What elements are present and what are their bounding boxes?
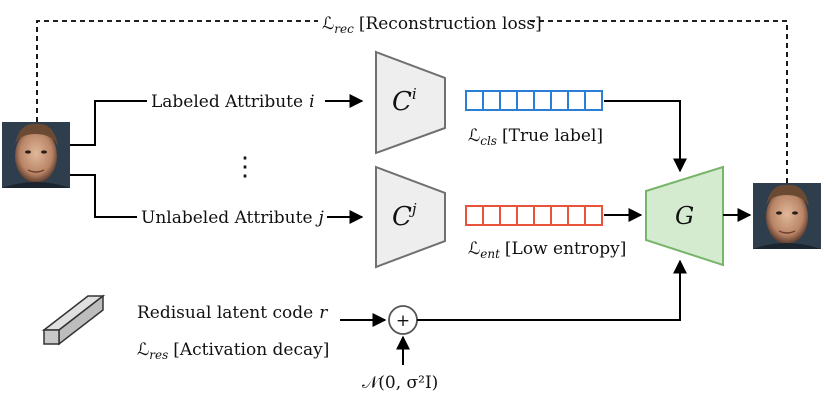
vector-cell: [584, 90, 603, 111]
vector-cell: [482, 205, 501, 226]
vector-cell: [533, 90, 552, 111]
labeled-output-vector: [465, 90, 603, 111]
vector-cell: [499, 90, 518, 111]
vector-cell: [516, 90, 535, 111]
residual-loss-label: ℒres[Activation decay]: [137, 340, 329, 362]
vector-cell: [550, 205, 569, 226]
vector-cell: [584, 205, 603, 226]
vector-cell: [465, 90, 484, 111]
labeled-classifier-label: Ci: [392, 85, 417, 117]
unlabeled-output-vector: [465, 205, 603, 226]
generator-label: G: [675, 202, 694, 230]
input-branch-lines: [70, 100, 147, 218]
input-face-photo: [2, 122, 70, 188]
unlabeled-classifier-label: Cj: [392, 200, 417, 232]
output-face-photo: [753, 183, 821, 249]
latent-code-bar-icon: [41, 294, 106, 346]
vector-cell: [516, 205, 535, 226]
unlabeled-loss-label: ℒent[Low entropy]: [468, 239, 626, 261]
reconstruction-loss-label: ℒrec[Reconstruction loss]: [322, 14, 542, 36]
vector-cell: [465, 205, 484, 226]
ellipsis-dots: ⋮: [232, 152, 258, 182]
labeled-to-generator-arrow: [604, 100, 687, 173]
reconstruction-label-bg: [318, 8, 530, 34]
vector-cell: [567, 90, 586, 111]
noise-to-generator-arrow: [417, 259, 687, 321]
vector-cell: [482, 90, 501, 111]
plus-symbol: +: [396, 311, 410, 331]
noise-distribution-label: 𝒩(0, σ²I): [362, 373, 438, 393]
vector-cell: [567, 205, 586, 226]
labeled-loss-label: ℒcls[True label]: [468, 126, 603, 148]
generator-shape: [645, 165, 724, 267]
vector-cell: [550, 90, 569, 111]
vector-cell: [499, 205, 518, 226]
vector-cell: [533, 205, 552, 226]
reconstruction-loop: [36, 20, 788, 183]
labeled-classifier-shape: [375, 50, 446, 155]
unlabeled-classifier-shape: [375, 165, 446, 269]
